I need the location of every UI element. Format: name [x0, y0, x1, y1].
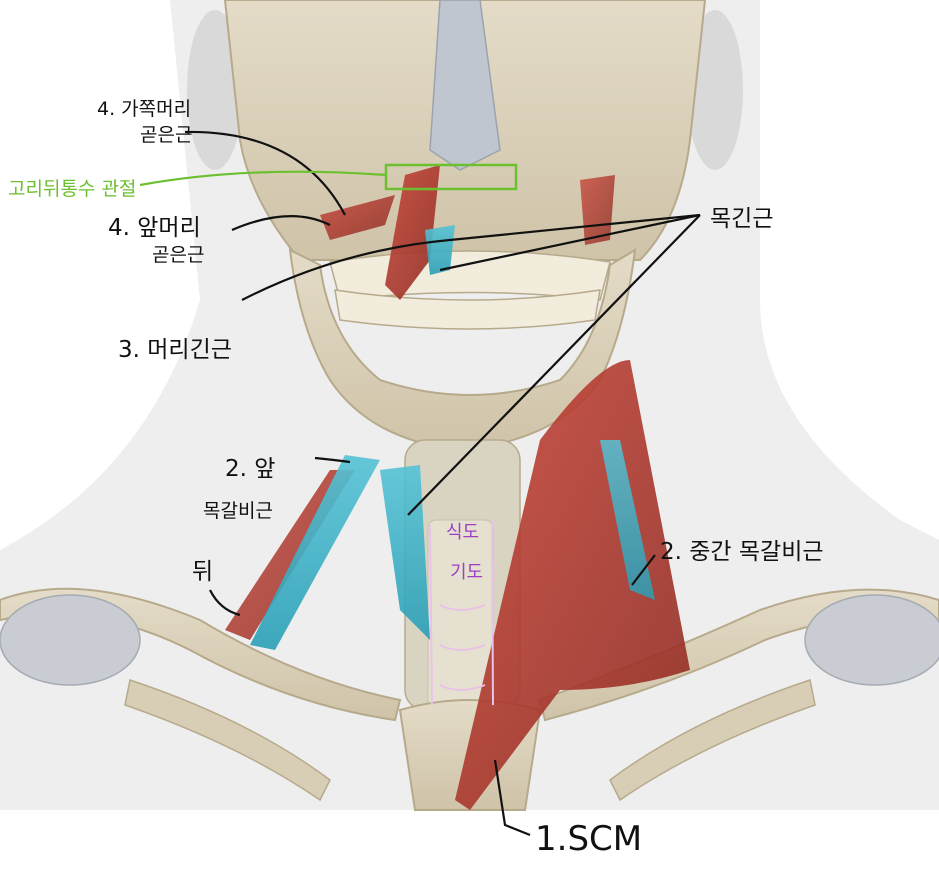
- mandible: [288, 248, 637, 452]
- label-posterior-scalene: 뒤: [192, 559, 214, 585]
- leader-rectus-anterior: [231, 215, 331, 232]
- label-middle-scalene: 2. 중간 목갈비근: [660, 539, 824, 565]
- leader-longus-colli-1: [439, 213, 701, 272]
- right-upper-muscle: [580, 175, 615, 245]
- trachea-rings: [439, 604, 486, 691]
- rectus-capitis-muscle: [320, 195, 395, 240]
- leader-middle-scalene: [631, 554, 656, 586]
- label-longus-capitis: 3. 머리긴근: [118, 337, 232, 363]
- esophagus-outline: [429, 519, 494, 706]
- left-anterior-scalene-muscle: [250, 455, 380, 650]
- longus-capitis-muscle: [385, 165, 440, 300]
- right-ear: [687, 10, 743, 170]
- upper-teeth: [329, 250, 611, 301]
- scm-muscle: [455, 360, 690, 810]
- leader-scm: [493, 759, 531, 837]
- label-scm: 1.SCM: [535, 819, 643, 859]
- label-esophagus: 식도: [446, 522, 480, 543]
- leader-posterior-scalene: [209, 589, 241, 617]
- lower-teeth: [334, 289, 601, 330]
- nasal-cavity: [429, 0, 501, 171]
- leader-occipital-joint: [139, 170, 387, 187]
- label-rectus-anterior-2: 곧은근: [152, 244, 205, 266]
- right-middle-scalene-muscle: [600, 440, 655, 600]
- longus-colli-muscle: [425, 225, 455, 275]
- label-longus-colli: 목긴근: [710, 206, 774, 232]
- left-rib: [124, 679, 331, 802]
- label-anterior-scalene-2: 목갈비근: [203, 500, 273, 522]
- left-shoulder: [0, 594, 141, 686]
- right-rib: [609, 679, 816, 802]
- label-trachea: 기도: [450, 562, 484, 583]
- label-rectus-lateralis-1: 4. 가쪽머리: [97, 98, 192, 120]
- label-anterior-scalene-1: 2. 앞: [225, 456, 276, 482]
- leader-longus-colli-2: [407, 214, 701, 516]
- label-occipital-joint: 고리뒤통수 관절: [8, 178, 137, 200]
- right-shoulder: [804, 594, 939, 686]
- label-rectus-anterior-1: 4. 앞머리: [108, 215, 201, 241]
- leader-longus-capitis: [241, 213, 701, 301]
- label-rectus-lateralis-2: 곧은근: [140, 124, 193, 146]
- leader-rectus-lateralis: [184, 130, 346, 216]
- leader-anterior-scalene: [314, 456, 351, 464]
- left-ear: [187, 10, 243, 170]
- occipital-joint-highlight: [384, 163, 518, 191]
- leader-lines: [184, 130, 701, 837]
- longus-colli-lower-muscle: [380, 465, 430, 640]
